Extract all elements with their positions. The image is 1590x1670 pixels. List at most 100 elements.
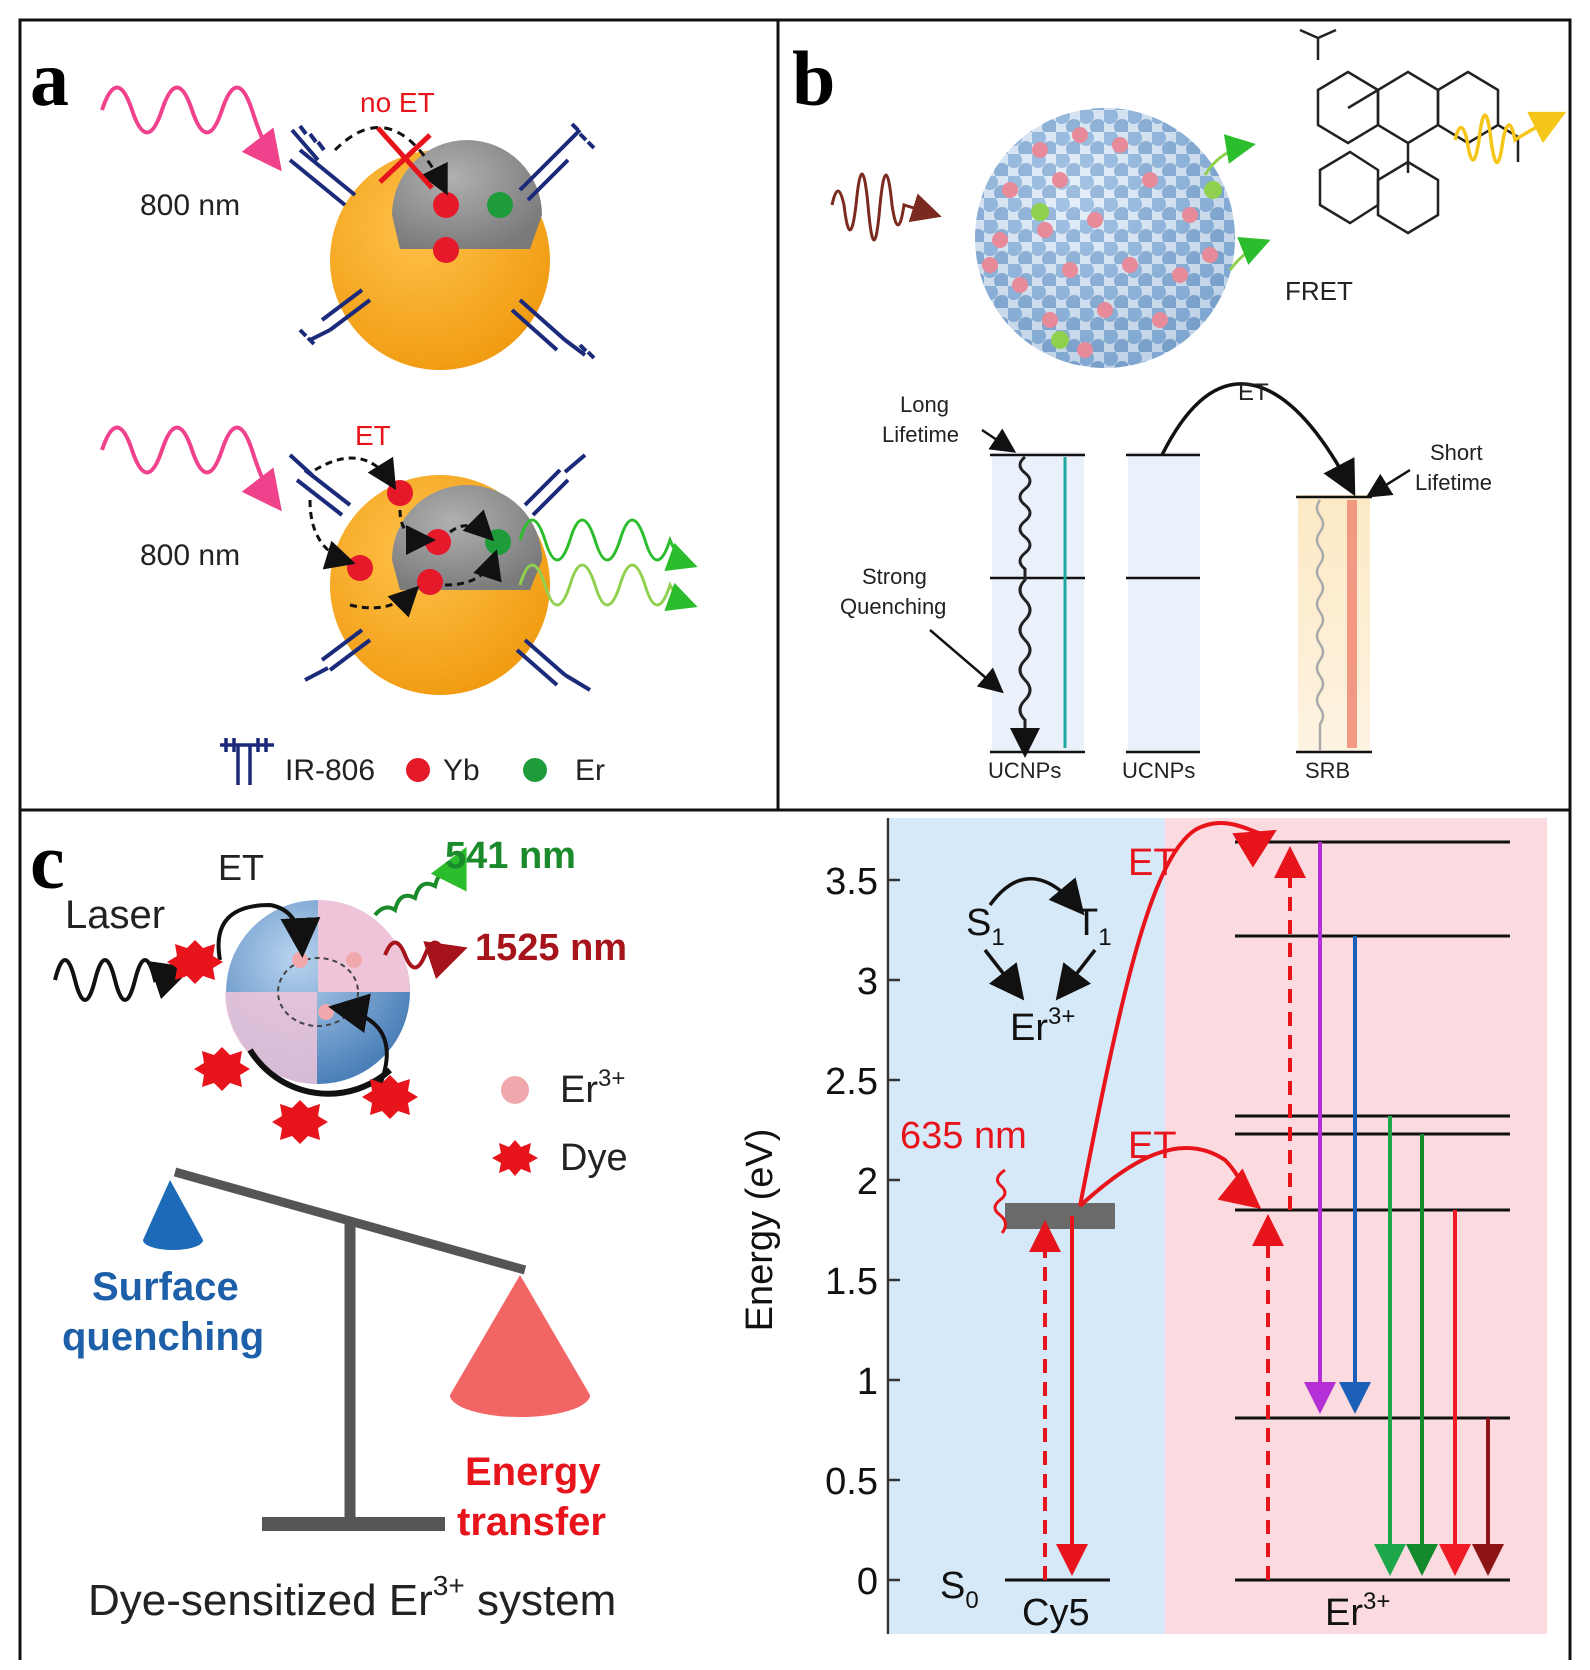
y-ticks: 00.511.522.533.5 xyxy=(825,861,900,1603)
strong-quenching-1: Strong xyxy=(862,564,927,589)
y-tick-label: 2 xyxy=(857,1161,878,1203)
isc-arrow xyxy=(988,877,1085,916)
column-ucnps-1: UCNPs xyxy=(988,758,1061,783)
s1-er-arrow xyxy=(983,948,1025,1001)
er-ion xyxy=(318,1004,334,1020)
ir806-dye xyxy=(288,453,592,692)
wavelength-top: 800 nm xyxy=(140,189,240,222)
s1-label: S1 xyxy=(966,902,1005,951)
particle-no-et: 800 nm no ET xyxy=(100,85,596,370)
cycle-er-text: Er xyxy=(1010,1007,1048,1049)
y-tick-label: 3 xyxy=(857,961,878,1003)
balance-scale xyxy=(143,1167,590,1531)
fret-arrow xyxy=(1203,134,1256,176)
em-1525: 1525 nm xyxy=(475,927,627,969)
legend-er-c: Er3+ xyxy=(560,1065,625,1111)
panel-c-letter: c xyxy=(30,818,65,905)
et-lower-curve xyxy=(1078,1145,1262,1210)
short-lifetime-1: Short xyxy=(1430,440,1483,465)
y-tick-label: 3.5 xyxy=(825,861,878,903)
laser-wave xyxy=(53,958,193,1002)
excitation-wave xyxy=(830,172,942,242)
legend-er: Er xyxy=(575,754,605,787)
panel-b: b xyxy=(792,28,1567,783)
long-lifetime-1: Long xyxy=(900,392,949,417)
pink-dopants xyxy=(982,127,1218,358)
t1-sub: 1 xyxy=(1098,924,1111,951)
panel-a: a 800 nm no ET 800 nm xyxy=(30,35,698,787)
legend-er-sup: 3+ xyxy=(598,1065,625,1092)
t1-er-arrow xyxy=(1055,948,1097,1001)
legend-er-dot xyxy=(523,758,547,782)
et-arrows xyxy=(308,456,502,618)
cy5-s1-level xyxy=(1005,1203,1115,1229)
et-upper-label: ET xyxy=(1128,842,1177,884)
legend-dye-c: Dye xyxy=(560,1137,628,1179)
cy5-column-label: Cy5 xyxy=(1022,1592,1090,1634)
surface-label-1: Surface xyxy=(92,1265,239,1309)
legend-er-ball xyxy=(501,1076,529,1104)
er-ion xyxy=(346,952,362,968)
quenching-pointer xyxy=(929,629,1004,694)
panel-c: c Laser ET 541 nm 1525 nm Er3+ xyxy=(30,818,628,1625)
wave-800nm-bottom xyxy=(100,425,282,512)
caption-sup: 3+ xyxy=(433,1570,465,1601)
et-arrow-c2 xyxy=(328,993,389,1091)
caption-post: system xyxy=(465,1576,617,1625)
legend-yb: Yb xyxy=(443,754,480,787)
et-curve xyxy=(1160,382,1356,497)
em-541: 541 nm xyxy=(445,835,576,877)
srb-molecule xyxy=(1299,28,1520,235)
column-srb: SRB xyxy=(1305,758,1350,783)
dye-particle xyxy=(225,900,410,1097)
et-upper-curve xyxy=(1078,821,1277,1207)
emission-1525-wave xyxy=(383,940,468,980)
green-emission-2 xyxy=(518,563,698,612)
ir806-legend-icon xyxy=(220,738,274,785)
dye-molecules xyxy=(167,940,418,1144)
cross-icon xyxy=(376,126,434,190)
s0-sub: 0 xyxy=(965,1587,978,1614)
srb-nonrad xyxy=(1315,499,1325,750)
panel-a-legend: IR-806 Yb Er xyxy=(220,738,605,787)
er-column-label: Er3+ xyxy=(1325,1588,1390,1634)
cycle-er-sup: 3+ xyxy=(1048,1003,1075,1030)
wave-800nm-top xyxy=(100,85,282,172)
excitation-wiggle xyxy=(993,1168,1007,1234)
et-arrow-c1 xyxy=(216,902,321,961)
y-tick-label: 2.5 xyxy=(825,1061,878,1103)
panel-frames xyxy=(18,18,1572,1660)
cycle-er-label: Er3+ xyxy=(1010,1003,1075,1049)
legend-er-text: Er xyxy=(560,1069,598,1111)
levels xyxy=(1005,840,1510,1582)
er-ion xyxy=(487,192,513,218)
s0-text: S xyxy=(940,1565,965,1607)
jablonski-diagram: ET Long Lifetime Short Lifetime Strong Q… xyxy=(840,379,1492,783)
panel-a-letter: a xyxy=(30,35,69,122)
particle-et: 800 nm ET xyxy=(100,420,698,695)
et-label: ET xyxy=(355,420,391,451)
er-dopant xyxy=(1051,331,1069,349)
et-lower-label: ET xyxy=(1128,1125,1177,1167)
caption-pre: Dye-sensitized Er xyxy=(88,1576,433,1625)
er-dopant xyxy=(1031,203,1049,221)
wavelength-bottom: 800 nm xyxy=(140,539,240,572)
surface-quenching-weight xyxy=(143,1180,203,1250)
long-lifetime-pointer xyxy=(981,428,1017,453)
short-lifetime-2: Lifetime xyxy=(1415,470,1492,495)
legend-ir806: IR-806 xyxy=(285,754,375,787)
er-column-text: Er xyxy=(1325,1592,1363,1634)
surface-label-2: quenching xyxy=(62,1315,264,1359)
s1-sub: 1 xyxy=(991,924,1004,951)
strong-quenching-2: Quenching xyxy=(840,594,946,619)
ucnp-nanoparticle xyxy=(975,108,1235,368)
nonrad-decay xyxy=(1010,455,1040,758)
column-ucnps-2: UCNPs xyxy=(1122,758,1195,783)
legend-dye-icon xyxy=(492,1140,538,1176)
system-caption: Dye-sensitized Er3+ system xyxy=(88,1570,616,1625)
y-tick-label: 0.5 xyxy=(825,1461,878,1503)
emission-541-wave xyxy=(373,846,467,917)
blocked-et-arrow xyxy=(333,126,448,196)
et-label-c: ET xyxy=(218,847,264,888)
